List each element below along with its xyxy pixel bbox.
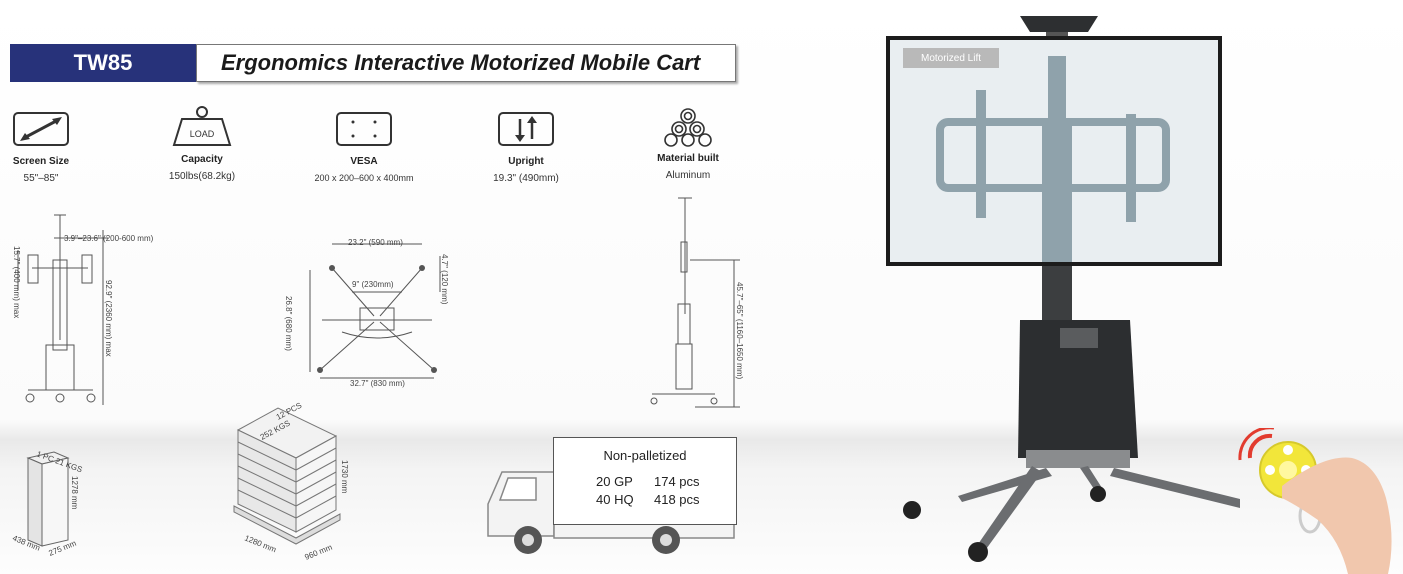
feature-screen-size: Screen Size 55"–85" [0, 111, 101, 184]
shipping-row: 40 HQ 418 pcs [596, 492, 700, 507]
base-depth-dim: 26.8" (680 mm) [284, 296, 293, 351]
base-bottom-dim: 32.7" (830 mm) [350, 379, 405, 388]
pallet-length: 1280 mm [243, 534, 278, 555]
material-coils-icon [664, 108, 712, 147]
single-box-height: 1278 mm [70, 476, 79, 510]
pallet-width: 960 mm [303, 543, 333, 562]
title-banner: Ergonomics Interactive Motorized Mobile … [196, 44, 736, 82]
container-qty: 418 pcs [654, 492, 700, 507]
vesa-icon [336, 112, 392, 146]
feature-value: Aluminum [665, 170, 711, 181]
feature-value: 200 x 200–600 x 400mm [314, 173, 414, 183]
remote-control-image [1238, 428, 1392, 574]
pallet-drawing: 12 PCS 252 KGS 1730 mm 1280 mm 960 mm [233, 402, 349, 562]
model-badge: TW85 [10, 44, 196, 82]
base-inner-dim: 9" (230mm) [352, 280, 394, 289]
feature-label: Upright [508, 156, 544, 167]
upright-icon [498, 112, 554, 146]
feature-upright: Upright 19.3" (490mm) [466, 111, 586, 184]
base-top-dim: 23.2" (590 mm) [348, 238, 403, 247]
feature-label: Capacity [181, 154, 223, 165]
product-title: Ergonomics Interactive Motorized Mobile … [221, 50, 701, 75]
product-cart-image [886, 16, 1240, 562]
shipping-table: Non-palletized 20 GP 174 pcs 40 HQ 418 pcs [553, 437, 737, 525]
feature-label: Screen Size [12, 156, 70, 167]
load-icon-text: LOAD [190, 129, 215, 139]
feature-value: 55"–85" [23, 173, 59, 184]
shipping-row: 20 GP 174 pcs [596, 474, 700, 489]
feature-value: 19.3" (490mm) [493, 173, 559, 184]
container-type: 40 HQ [596, 492, 634, 507]
base-side-dim: 4.7" (120 mm) [440, 254, 449, 305]
pallet-height: 1730 mm [340, 460, 349, 494]
screen-size-icon [13, 112, 69, 146]
container-type: 20 GP [596, 474, 633, 489]
base-dimension-drawing: 23.2" (590 mm) 9" (230mm) 4.7" (120 mm) … [284, 238, 449, 388]
feature-label: Material built [657, 153, 719, 164]
front-dimension-drawing: 3.9"–23.6" (200-600 mm) 15.7" (400 mm) m… [12, 214, 154, 405]
front-width-dim: 3.9"–23.6" (200-600 mm) [64, 234, 154, 243]
motorized-lift-label: Motorized Lift [903, 48, 999, 68]
load-weight-icon: LOAD [172, 106, 232, 146]
feature-capacity: LOAD Capacity 150lbs(68.2kg) [142, 105, 262, 182]
front-total-dim: 92.9" (2360 mm) max [104, 280, 113, 357]
truck-icon [487, 471, 735, 554]
front-height-dim: 15.7" (400 mm) max [12, 246, 21, 318]
feature-label: VESA [350, 156, 378, 167]
side-dimension-drawing: 45.7"–65" (1160–1650 mm) [650, 197, 744, 408]
side-height-dim: 45.7"–65" (1160–1650 mm) [735, 282, 744, 379]
single-box-drawing: 1 PC 21 KGS 1278 mm 438 mm 275 mm [11, 449, 83, 557]
feature-material: Material built Aluminum [628, 107, 748, 181]
container-qty: 174 pcs [654, 474, 700, 489]
feature-value: 150lbs(68.2kg) [168, 171, 236, 182]
feature-vesa: VESA 200 x 200–600 x 400mm [304, 111, 424, 183]
shipping-title: Non-palletized [603, 448, 687, 463]
